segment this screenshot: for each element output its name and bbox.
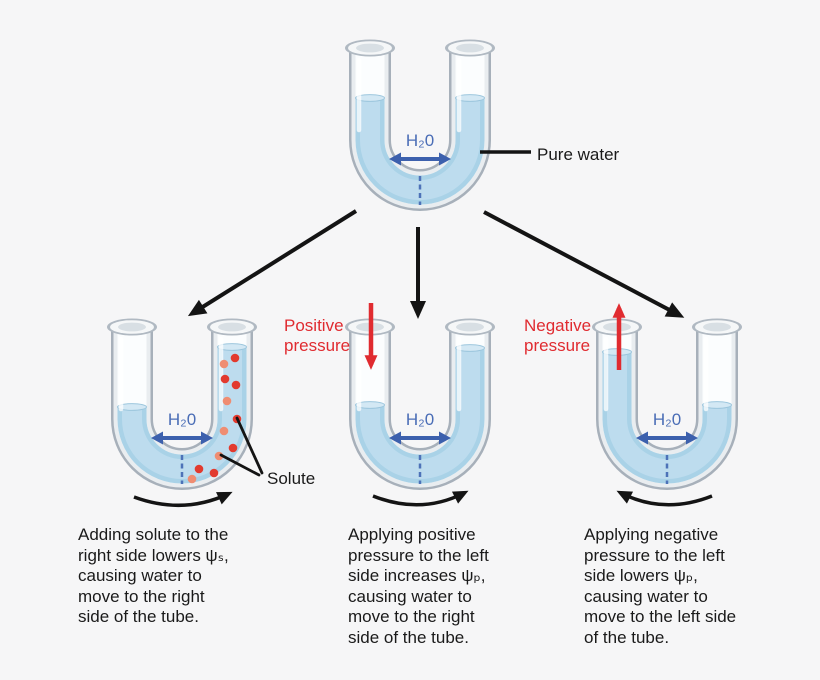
water-surface-left <box>355 401 385 409</box>
tube-opening-left <box>107 318 157 336</box>
water-surface-left <box>117 403 147 411</box>
u-tube-pure-water: H₂0 <box>335 28 505 218</box>
solute-label: Solute <box>267 469 316 488</box>
u-tube-glass <box>592 318 742 490</box>
h2o-label: H₂0 <box>652 410 682 429</box>
water-surface-right <box>702 401 732 409</box>
u-tube-positive-pressure: H₂0 <box>335 307 505 497</box>
h2o-label: H₂0 <box>405 131 435 150</box>
h2o-label: H₂0 <box>405 410 435 429</box>
caption-solute: Adding solute to the right side lowers ψ… <box>78 525 229 626</box>
water-surface-right <box>217 343 247 351</box>
u-tube-glass <box>345 318 495 490</box>
u-tube-solute: H₂0 <box>97 307 267 497</box>
u-tube-glass <box>107 318 257 490</box>
tube-opening-right <box>692 318 742 336</box>
h2o-exchange-arrow <box>636 431 698 445</box>
water-surface-right <box>455 344 485 352</box>
h2o-label: H₂0 <box>167 410 197 429</box>
u-tube-negative-pressure: H₂0 <box>582 307 752 497</box>
tube-opening-right <box>445 318 495 336</box>
positive-pressure-label: Positive pressure <box>284 316 351 355</box>
branch-arrow-right <box>483 210 685 318</box>
tube-opening-left <box>345 318 395 336</box>
caption-positive-pressure: Applying positive pressure to the left s… <box>348 525 489 647</box>
h2o-exchange-arrow <box>389 152 451 166</box>
h2o-exchange-arrow <box>389 431 451 445</box>
h2o-exchange-arrow <box>151 431 213 445</box>
tube-opening-right <box>207 318 257 336</box>
tube-opening-right <box>445 39 495 57</box>
u-tube-glass <box>345 39 495 211</box>
tube-opening-left <box>592 318 642 336</box>
pure-water-label: Pure water <box>537 145 620 164</box>
caption-negative-pressure: Applying negative pressure to the left s… <box>584 525 737 647</box>
negative-pressure-label: Negative pressure <box>524 316 592 355</box>
water-surface-left <box>355 94 385 102</box>
branch-arrow-left <box>187 209 358 317</box>
tube-opening-left <box>345 39 395 57</box>
water-surface-right <box>455 94 485 102</box>
